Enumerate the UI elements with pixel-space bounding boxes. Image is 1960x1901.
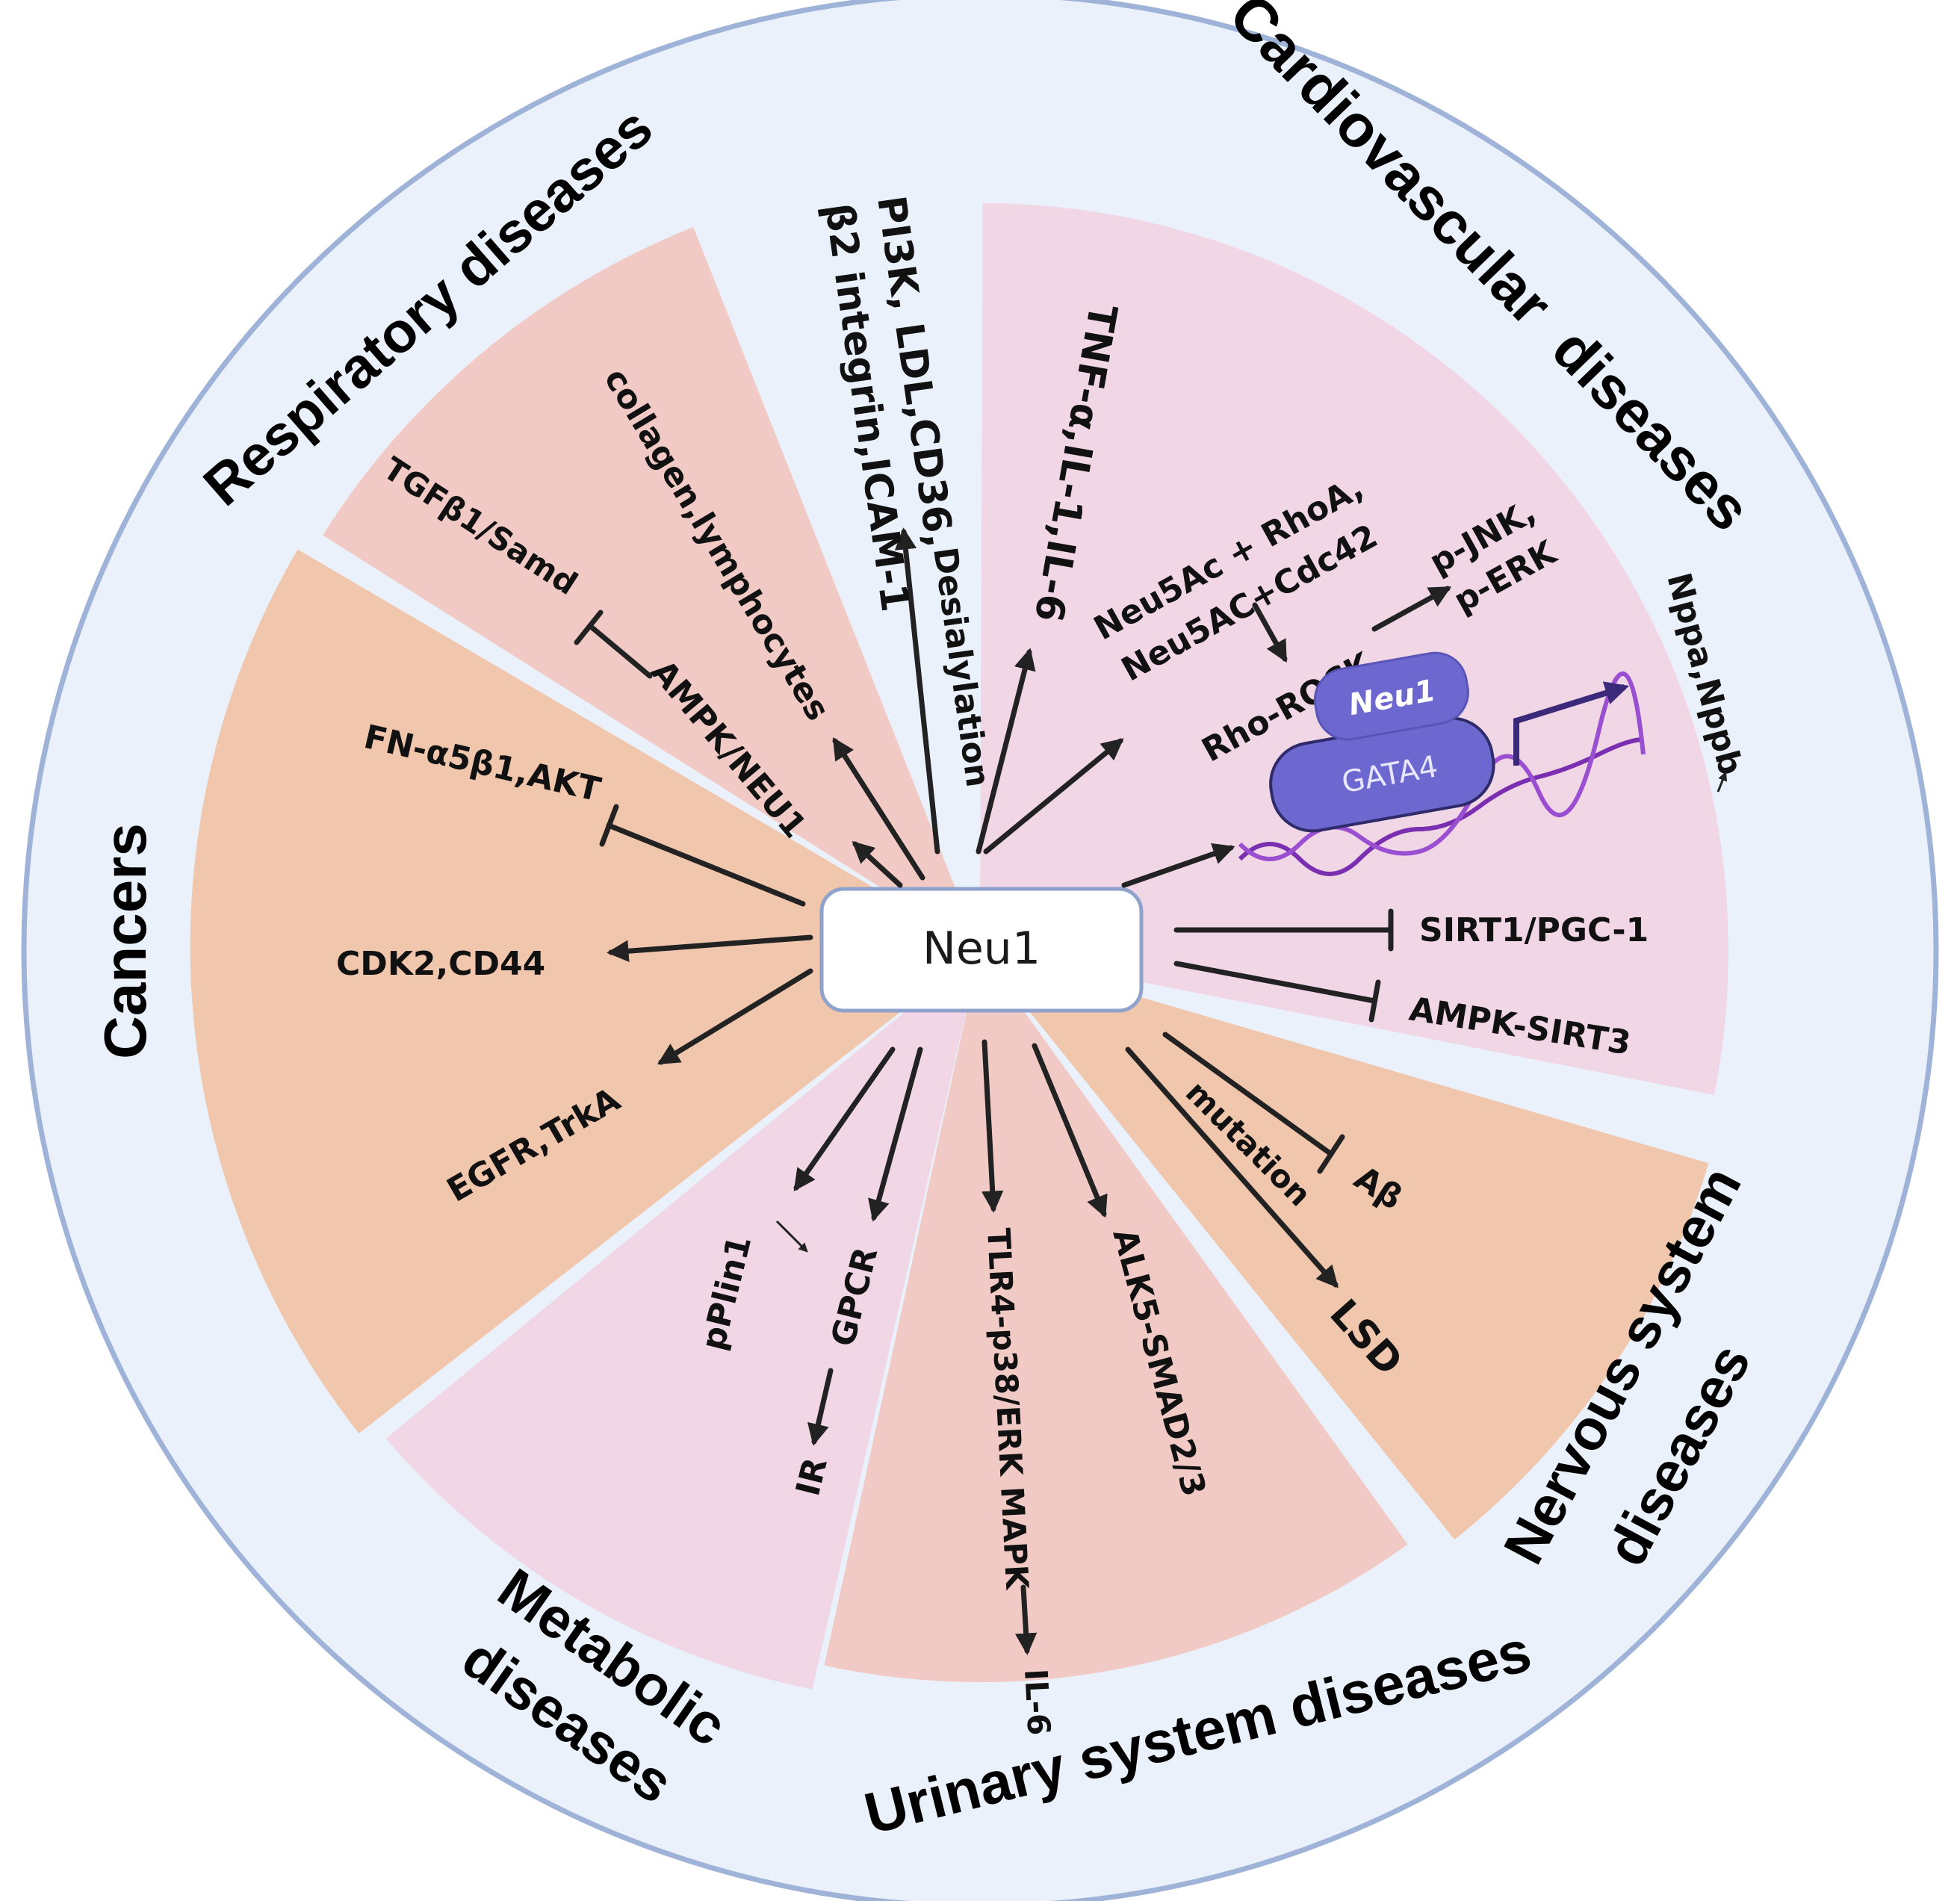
arrow-to-gpcr xyxy=(868,1046,923,1222)
inhibit-to-abeta xyxy=(1162,1032,1334,1157)
text-il6-urinary: IL-6 xyxy=(1017,1668,1058,1736)
inhibit-bar-tgf xyxy=(574,610,604,645)
arrow-to-pi3k xyxy=(894,527,940,855)
sector-nervous xyxy=(980,950,1709,1540)
arrow-to-ampk-neu1 xyxy=(852,841,903,888)
text-ir: IR xyxy=(789,1454,835,1500)
transcription-arrow xyxy=(1513,681,1630,766)
arrow-to-collagen xyxy=(832,737,925,881)
arrow-to-pplin xyxy=(793,1046,896,1191)
arrow-to-egfr xyxy=(657,968,813,1065)
arrow-rho-to-pjnk xyxy=(1371,586,1452,632)
sector-respiratory xyxy=(323,227,980,950)
arrow-tlr4-to-il6 xyxy=(1014,1584,1038,1655)
inhibit-bar-fn xyxy=(599,804,619,847)
text-cdk2: CDK2,CD44 xyxy=(336,945,545,983)
arrow-neu5ac-to-rho xyxy=(1252,602,1288,663)
arrow-pplin-small xyxy=(775,1220,808,1253)
inhibit-to-ampk-sirt3 xyxy=(1173,961,1377,1004)
neu1-center-label: Neu1 xyxy=(922,922,1041,975)
arrow-gpcr-to-ir xyxy=(807,1368,834,1446)
inhibit-to-fn xyxy=(606,822,806,907)
inhibit-bar-ampk-sirt3 xyxy=(1368,979,1381,1023)
arrow-to-alk5 xyxy=(1032,1043,1108,1218)
arrow-to-tnf xyxy=(976,648,1036,855)
neu1-center-box xyxy=(819,887,1144,1013)
arrow-to-lsd xyxy=(1125,1046,1339,1288)
sector-cancers xyxy=(190,549,980,1433)
arrow-to-tlr4 xyxy=(981,1039,1004,1213)
dna-strand-1 xyxy=(1238,737,1644,876)
inhibit-ampk-to-tgf xyxy=(587,623,653,679)
arrow-to-dna xyxy=(1121,843,1235,888)
arrow-to-cdk2 xyxy=(607,934,813,962)
text-sirt1: SIRT1/PGC-1 xyxy=(1419,911,1649,949)
inhibit-bar-abeta xyxy=(1317,1134,1345,1174)
sector-urinary xyxy=(824,950,1408,1683)
neu1-protein xyxy=(1313,651,1469,741)
arrow-nppa-up xyxy=(1716,771,1728,793)
arrow-to-neu5ac xyxy=(983,738,1124,855)
title-cancers: Cancers xyxy=(92,823,158,1059)
